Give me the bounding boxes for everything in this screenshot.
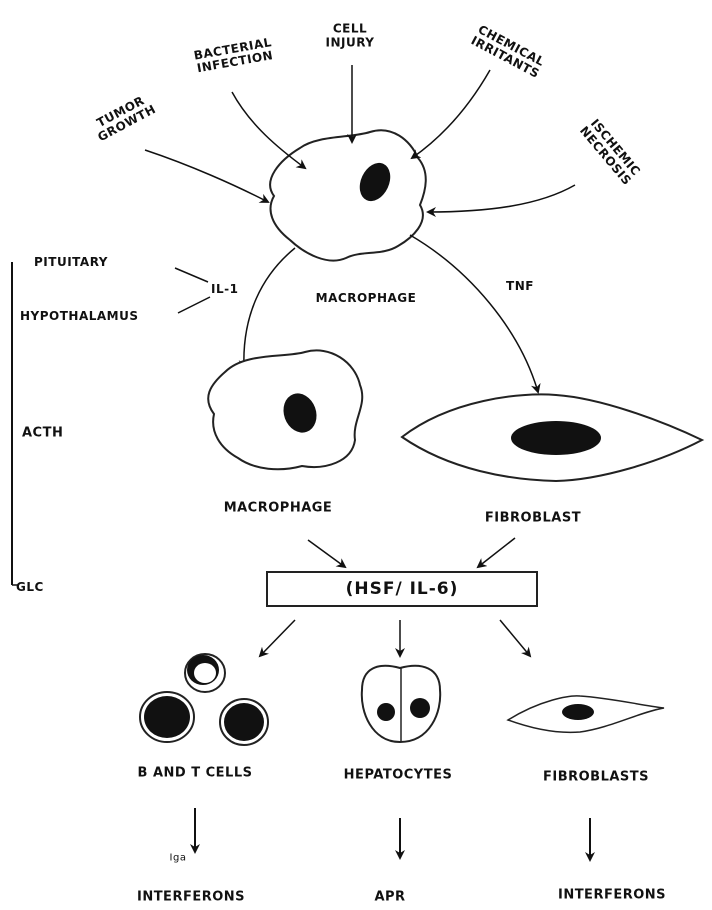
il1-line-bottom <box>178 297 210 313</box>
arrow-fibroblast-to-box <box>478 538 515 567</box>
il1-line-top <box>175 268 208 282</box>
arrow-chemical <box>412 70 490 158</box>
label-macrophage-top: MACROPHAGE <box>316 291 417 305</box>
arrow-ischemic <box>428 185 575 212</box>
hsf-il6-label: (HSF/ IL-6) <box>346 579 459 599</box>
fibroblast-nucleus <box>511 421 601 455</box>
arrow-tumor <box>145 150 268 202</box>
label-glc: GLC <box>16 580 44 594</box>
macrophage-top-shape <box>270 130 426 260</box>
label-interferons-right: INTERFERONS <box>558 888 666 903</box>
arrow-box-to-bt <box>260 620 295 656</box>
hsf-il6-box: (HSF/ IL-6) <box>266 571 538 607</box>
b-t-cells-group <box>140 654 268 745</box>
label-fibroblast: FIBROBLAST <box>485 511 581 526</box>
label-interferons-left: INTERFERONS <box>137 890 245 905</box>
label-hepatocytes: HEPATOCYTES <box>344 768 453 783</box>
arrow-to-macrophage <box>244 248 295 368</box>
label-tnf: TNF <box>506 279 534 293</box>
label-fibroblasts: FIBROBLASTS <box>543 770 649 785</box>
small-fibroblast-group <box>508 696 664 733</box>
label-macrophage: MACROPHAGE <box>224 501 333 516</box>
label-pituitary: PITUITARY <box>34 255 108 269</box>
label-acth: ACTH <box>22 426 63 441</box>
label-iga: Iga <box>170 853 187 864</box>
label-il1: IL-1 <box>211 282 238 296</box>
label-apr: APR <box>374 890 405 905</box>
hepatocytes-group <box>362 666 440 742</box>
arrow-box-to-fib <box>500 620 530 656</box>
label-cell-injury: CELL INJURY <box>326 22 375 51</box>
arrow-to-fibroblast <box>410 235 538 392</box>
label-b-t-cells: B AND T CELLS <box>138 766 253 781</box>
arrow-macrophage-to-box <box>308 540 345 567</box>
label-hypothalamus: HYPOTHALAMUS <box>20 309 139 323</box>
